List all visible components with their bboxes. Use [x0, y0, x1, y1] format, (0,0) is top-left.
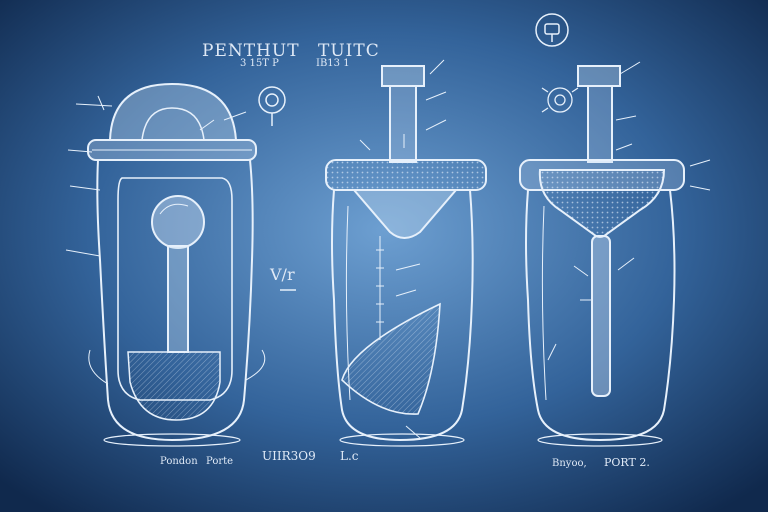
footer-right-a: Bnyoo,: [552, 458, 587, 469]
figure-right-bottle: [519, 61, 711, 447]
footer-left-a: Pondon: [160, 456, 198, 467]
title-main: PENTHUT: [202, 41, 300, 61]
footer-mid-b: L.c: [340, 449, 359, 463]
footer-right-b: PORT 2.: [604, 456, 650, 469]
title-right: TUITC: [318, 41, 380, 61]
emblem-top-right-icon: [535, 13, 569, 47]
footer-mid: UIIR3O9: [262, 449, 316, 463]
subtitle-left: 3 15T P: [240, 58, 279, 69]
emblem-left-icon: [258, 86, 286, 126]
subtitle-right: IB13 1: [316, 58, 350, 69]
figure-middle-bottle: [325, 59, 487, 447]
center-mark: V/r: [269, 265, 295, 284]
figure-left-bottle: [65, 82, 266, 447]
emblem-right-icon: [541, 87, 579, 113]
footer-left-b: Porte: [206, 456, 233, 467]
